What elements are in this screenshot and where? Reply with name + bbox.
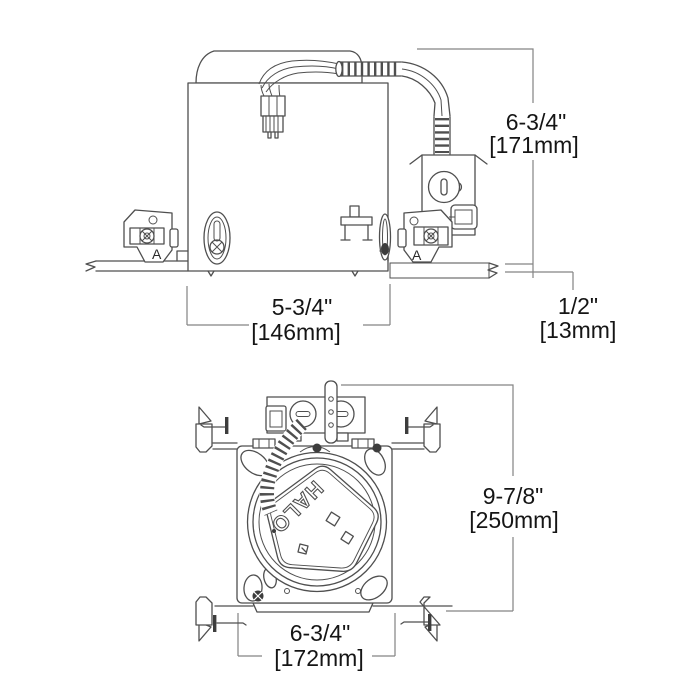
bracket-label-right: A	[412, 247, 422, 263]
plan-height-in: 9-7/8"	[483, 483, 544, 509]
plan-view-dimensions: 9-7/8" [250mm] 6-3/4" [172mm]	[274, 483, 558, 671]
ceiling-right	[389, 262, 499, 279]
plan-view: HALO	[195, 380, 514, 657]
ceiling-thickness-in: 1/2"	[558, 293, 598, 319]
side-height-mm: [171mm]	[489, 132, 578, 158]
adjustment-slot	[203, 211, 231, 265]
plan-dim-lines	[237, 384, 514, 657]
plan-height-mm: [250mm]	[469, 507, 558, 533]
side-height-in: 6-3/4"	[506, 109, 567, 135]
nail-plate-right: A	[397, 209, 453, 263]
bracket-label-left: A	[152, 246, 162, 262]
flex-conduit-plan	[259, 418, 308, 517]
side-width-in: 5-3/4"	[272, 294, 333, 320]
flex-conduit	[335, 60, 451, 155]
side-dim-lines	[186, 48, 574, 326]
plan-width-in: 6-3/4"	[290, 620, 351, 646]
side-view-dimensions: 6-3/4" [171mm] 5-3/4" [146mm] 1/2" [13mm…	[251, 109, 616, 345]
plan-width-mm: [172mm]	[274, 645, 363, 671]
pan-clips	[252, 438, 382, 602]
spring-bracket	[340, 205, 373, 241]
junction-box-plan	[265, 380, 366, 444]
wires	[258, 59, 340, 98]
cable-clamp-plan-icon	[265, 405, 287, 432]
nail-plate-bottom-right	[400, 596, 441, 642]
side-view: A A	[85, 48, 574, 326]
edge-slot-right	[378, 213, 392, 261]
nail-plate-top-right	[405, 406, 441, 453]
ceiling-left	[85, 260, 189, 272]
connector-plug	[260, 95, 286, 139]
ceiling-thickness-mm: [13mm]	[540, 317, 617, 343]
side-width-mm: [146mm]	[251, 319, 340, 345]
ground-strap	[324, 380, 338, 444]
reflector-trim: HALO	[266, 465, 379, 572]
cable-clamp-icon	[449, 204, 478, 230]
nail-plate-top-left	[195, 406, 229, 453]
nail-plate-bottom-left	[195, 596, 247, 642]
nail-plate-left: A	[123, 209, 179, 263]
